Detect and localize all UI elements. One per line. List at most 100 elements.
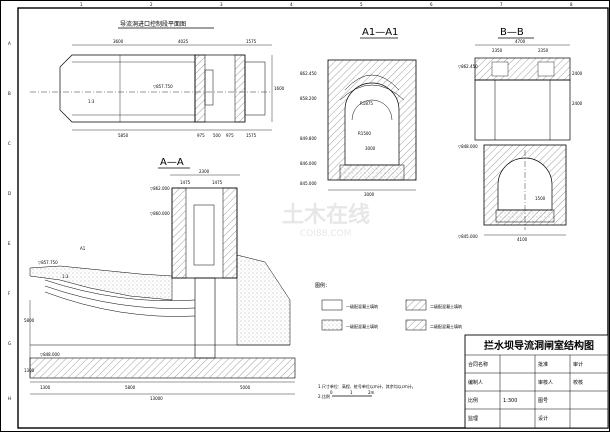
axis-letter: F	[8, 291, 11, 296]
axis-letter: D	[8, 191, 11, 196]
elevation-label: ▽848.000	[40, 352, 60, 357]
title-block: 拦水坝导流洞闸室结构图 合同名称 批准 审计 编制人 审核人 校核 比例 1:3…	[464, 334, 609, 429]
top-axis-numbers: 1 2 3 4 5 6 7 8	[80, 2, 573, 7]
elevation-label: 862.450	[300, 71, 317, 76]
dim-label: 1475	[180, 180, 191, 185]
legend-item: 一级配混凝土填筑	[346, 303, 378, 309]
tb-cell: 批准	[538, 361, 548, 368]
elevation-label: ▽862.450	[458, 64, 478, 69]
watermark: 土木在线 COI88.COM	[282, 202, 370, 239]
dim-label: 1500	[535, 196, 546, 201]
dim-label: 975	[197, 133, 205, 138]
left-axis-letters: A B C D E F G H	[8, 41, 11, 401]
dim-label: 2400	[572, 101, 583, 106]
legend-swatch	[321, 299, 343, 311]
axis-number: 1	[80, 2, 83, 7]
axis-number: 6	[430, 2, 433, 7]
elevation-label: 849.800	[300, 136, 317, 141]
dim-label: 2400	[572, 71, 583, 76]
tb-cell: 比例	[468, 397, 478, 404]
section-mark: A1	[80, 246, 86, 251]
legend-item: 二级配混凝土填筑	[430, 303, 462, 309]
legend: 图例： 一级配混凝土填筑 二级配混凝土填筑 一级配混凝土填筑 二级配混凝土填筑	[315, 282, 462, 331]
section-label: B—B	[500, 27, 524, 38]
scale-tick: 0	[330, 390, 333, 395]
elevation-label: ▽845.000	[458, 234, 478, 239]
slope-label: 1:3	[62, 274, 69, 279]
legend-swatch	[405, 319, 427, 331]
dim-label: 2350	[538, 48, 549, 53]
tb-cell: 1:300	[503, 398, 517, 404]
elevation-label: ▽862.000	[150, 186, 170, 191]
elevation-label: ▽857.750	[38, 260, 58, 265]
scale-tick: 1	[350, 390, 353, 395]
tb-cell: 合同名称	[468, 361, 488, 368]
axis-number: 8	[570, 2, 573, 7]
legend-swatch	[405, 299, 427, 311]
slope-label: 1:3	[88, 99, 95, 104]
legend-title: 图例：	[315, 282, 330, 289]
tb-cell: 编制人	[468, 379, 483, 386]
dim-label: 1475	[212, 180, 223, 185]
dim-label: 975	[226, 133, 234, 138]
axis-number: 3	[220, 2, 223, 7]
dim-label: 4700	[515, 39, 526, 44]
tb-cell: 审计	[573, 361, 583, 368]
elevation-label: 858.200	[300, 96, 317, 101]
inner-frame	[17, 7, 609, 429]
notes: 1.尺寸单位：高程、桩号单位以m计，其余均以cm计。 2.比例 0 1 2m	[318, 383, 416, 399]
section-label: A1—A1	[362, 27, 398, 38]
elevation-label: ▽860.000	[150, 211, 170, 216]
dim-label: 5800	[24, 318, 35, 323]
radius-label: R1875	[360, 101, 373, 106]
scale-tick: 2m	[368, 390, 375, 395]
watermark-text: 土木在线	[282, 202, 370, 228]
project-title: 拦水坝导流洞闸室结构图	[484, 339, 594, 352]
elevation-label: ▽857.750	[153, 84, 173, 89]
tb-cell: 设计	[538, 415, 548, 422]
dim-label: 500	[213, 133, 221, 138]
dim-label: 4025	[178, 39, 189, 44]
dim-label: 1600	[274, 86, 285, 91]
elevation-label: 846.000	[300, 161, 317, 166]
axis-letter: A	[8, 41, 11, 46]
dim-label: 5000	[240, 385, 251, 390]
dim-label: 2300	[199, 169, 210, 174]
dim-label: 1300	[24, 368, 35, 373]
dim-label: 3000	[364, 192, 375, 197]
axis-letter: G	[8, 341, 11, 346]
elevation-label: 845.000	[300, 181, 317, 186]
dim-label: 3000	[365, 146, 376, 151]
axis-letter: E	[8, 241, 11, 246]
note-line: 2.比例	[318, 393, 330, 399]
legend-swatch	[321, 319, 343, 331]
dim-label: 1575	[246, 133, 257, 138]
section-b-b: B—B 4700 2350 2350 ▽862.450 2400 2400 ▽8…	[458, 27, 583, 242]
plan-view: 导流洞进口控制段平面图 3600 4025 1575 1:3 ▽857.750 …	[30, 20, 285, 138]
plan-title: 导流洞进口控制段平面图	[120, 20, 186, 28]
dim-label: 4100	[517, 237, 528, 242]
dim-label: 5800	[125, 385, 136, 390]
dim-label: 2350	[492, 48, 503, 53]
section-a-a: A—A 2300 1475 1475 ▽862.000 ▽860.000 ▽85…	[24, 157, 296, 401]
dim-label: 13000	[150, 396, 163, 401]
dim-label: 1300	[40, 385, 51, 390]
axis-letter: B	[8, 91, 11, 96]
axis-letter: H	[8, 396, 11, 401]
axis-number: 5	[360, 2, 363, 7]
tb-cell: 监理	[468, 415, 478, 422]
tb-cell: 图号	[538, 398, 548, 404]
tb-cell: 审核人	[538, 379, 553, 386]
radius-label: R1500	[358, 131, 371, 136]
tb-cell: 校核	[573, 379, 583, 386]
axis-number: 7	[500, 2, 503, 7]
dim-label: 3600	[113, 39, 124, 44]
axis-letter: C	[8, 141, 11, 146]
dim-label: 1575	[246, 39, 257, 44]
axis-number: 2	[150, 2, 153, 7]
note-line: 1.尺寸单位：高程、桩号单位以m计，其余均以cm计。	[318, 383, 416, 389]
section-label: A—A	[160, 157, 184, 168]
axis-number: 4	[290, 2, 293, 7]
